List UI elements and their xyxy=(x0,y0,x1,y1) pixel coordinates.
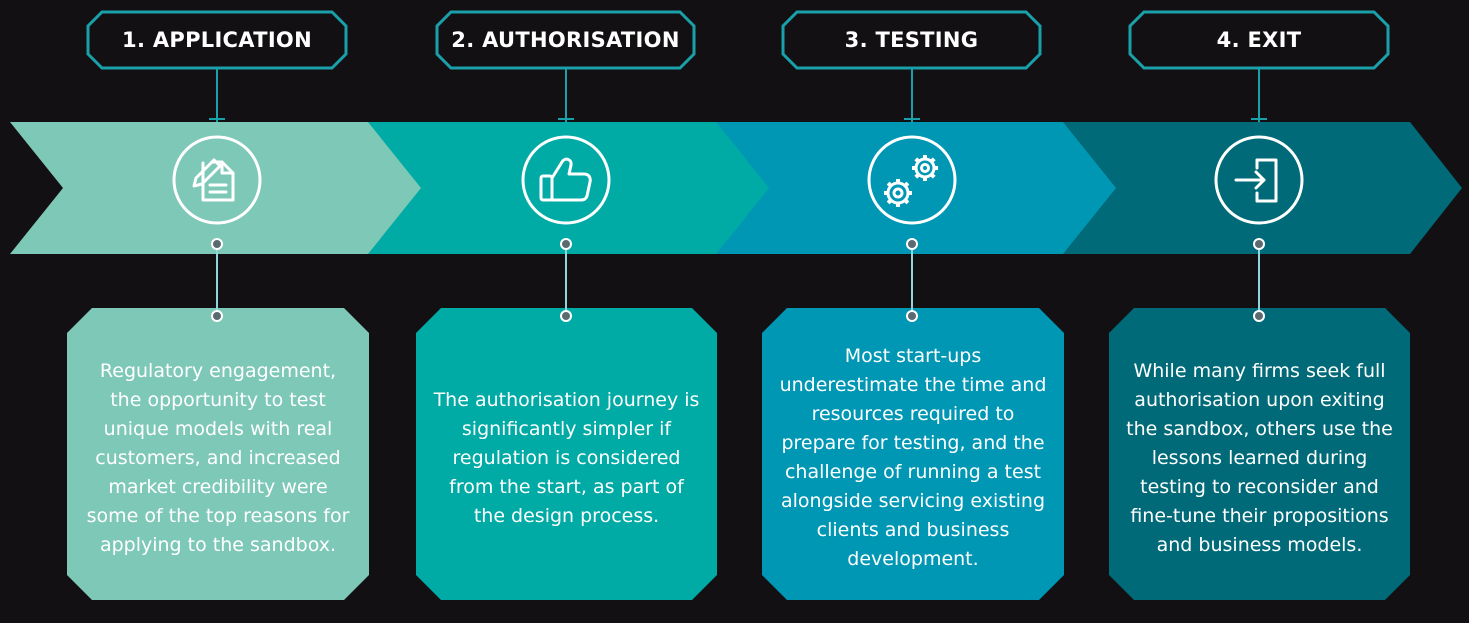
stage-3-chevron xyxy=(708,122,1116,254)
stage-1-icon-ring xyxy=(172,135,262,225)
stage-1-label: 1. APPLICATION xyxy=(122,28,312,52)
stage-3-card xyxy=(762,308,1064,600)
stage-1-description: Regulatory engagement, the opportunity t… xyxy=(86,359,350,556)
top-connectors xyxy=(209,68,1267,122)
stage-2-description: The authorisation journey is significant… xyxy=(433,388,700,527)
stage-3-label-box xyxy=(781,10,1042,70)
stage-4-label-box xyxy=(1128,10,1390,70)
stage-3-label: 3. TESTING xyxy=(844,28,979,52)
stage-1-label-box xyxy=(86,10,348,70)
stage-1-card xyxy=(67,308,369,600)
stage-3-icon-ring xyxy=(867,135,957,225)
stage-4-chevron xyxy=(1055,122,1462,254)
stage-4-description: While many firms seek full authorisation… xyxy=(1126,359,1393,556)
thumbs-up-icon xyxy=(539,157,592,202)
stage-4-card xyxy=(1109,308,1410,600)
bottom-connectors xyxy=(211,238,1265,322)
stage-4-label: 4. EXIT xyxy=(1216,28,1302,52)
stage-2-label: 2. AUTHORISATION xyxy=(451,28,680,52)
exit-door-icon xyxy=(1234,158,1278,203)
stage-2-label-box xyxy=(435,10,696,70)
stage-2-chevron xyxy=(360,122,769,254)
document-edit-icon xyxy=(192,158,235,202)
gears-icon xyxy=(884,155,938,207)
stage-3-description: Most start-ups underestimate the time an… xyxy=(779,345,1047,570)
stage-2-icon-ring xyxy=(521,135,611,225)
stage-1-chevron xyxy=(10,122,421,254)
stage-4-icon-ring xyxy=(1214,135,1304,225)
stage-2-card xyxy=(416,308,717,600)
